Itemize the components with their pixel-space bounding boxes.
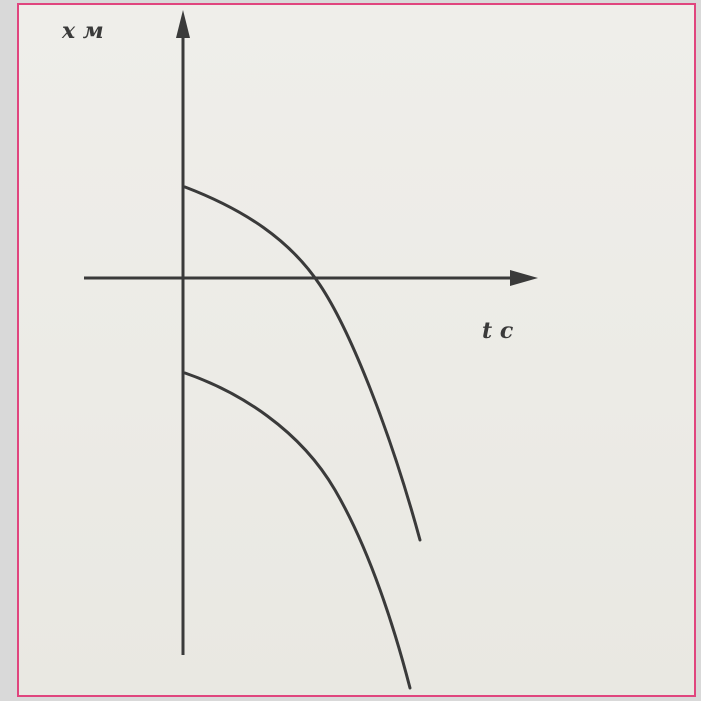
lower-curve bbox=[183, 371, 412, 690]
y-axis-arrow-icon bbox=[176, 10, 190, 38]
x-axis-label: t c bbox=[482, 318, 514, 344]
upper-curve bbox=[183, 185, 422, 542]
y-axis-label: x м bbox=[61, 18, 104, 44]
x-axis-arrow-icon bbox=[510, 270, 538, 286]
figure-frame bbox=[17, 3, 696, 697]
